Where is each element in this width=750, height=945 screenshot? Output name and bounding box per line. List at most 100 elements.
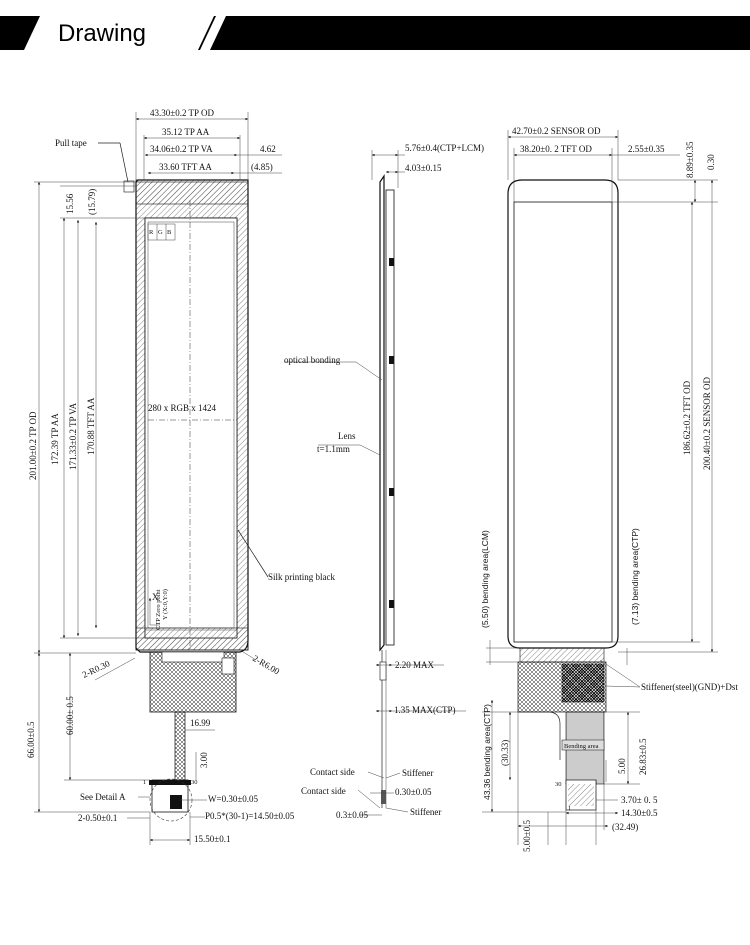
contact-side-label-2: Contact side [301,786,346,796]
ctp-zero-point: X CTP Zero point Y (X:0,Y:0) [148,589,169,630]
front-left-dimensions: 201.00±0.2 TP OD 172.39 TP AA 171.33±0.2… [28,181,145,654]
dim-tft-aa-width: 33.60 TFT AA [159,162,212,172]
rear-pin-1-label: 1 [568,805,571,812]
dim-2-r0-30: 2-R0.30 [81,658,112,680]
front-lower-dimensions: 66.00±0.5 60.00± 0.5 2-R0.30 [26,653,150,813]
dim-tp-va-height: 171.33±0.2 TP VA [68,402,78,470]
pin-1-label: 1 [143,779,146,786]
front-bottom-dimensions: 16.99 3.00 W=0.30±0.05 P0.5*(30-1)=14.50… [78,718,295,845]
dim-w-0-30: W=0.30±0.05 [208,794,259,804]
front-top-dimensions: 43.30±0.2 TP OD 35.12 TP AA 34.06±0.2 TP… [135,108,282,180]
dim-32-49: (32.49) [612,822,638,832]
dim-bending-43-36: 43.36 bending area(CTP) [482,704,492,800]
fpc-tail [174,711,186,781]
side-lcm [385,189,395,646]
dim-15-79: (15.79) [87,189,97,215]
dim-66-00: 66.00±0.5 [26,721,36,758]
stiffener-label-1: Stiffener [402,768,433,778]
contact-side-label-1: Contact side [310,767,355,777]
stiffener-label-2: Stiffener [410,807,441,817]
zero-point-label: CTP Zero point [155,589,162,630]
dim-15-56: 15.56 [65,193,75,214]
dim-tp-va-width: 34.06±0.2 TP VA [150,144,213,154]
side-view: 5.76±0.4(CTP+LCM) 4.03±0.15 2.20 MAX 1.3… [284,143,484,820]
dim-16-99: 16.99 [190,718,211,728]
dim-60-00: 60.00± 0.5 [65,696,75,735]
rear-stiffener-2 [561,663,605,703]
bending-area-box [561,739,605,751]
dim-lcm-thickness: 4.03±0.15 [405,163,442,173]
dim-bending-ctp: (7.13) bending area(CTP) [630,528,640,625]
header-banner: Drawing [0,16,750,50]
dim-15-50: 15.50±0.1 [194,834,230,844]
bending-area-label: Bending area [564,743,599,750]
dim-tft-od-width: 38.20±0. 2 TFT OD [520,144,592,154]
corner-radius-label: 2-R6.00 [251,653,282,677]
y-axis-label: Y [162,615,169,620]
optical-bonding-label: optical bonding [284,355,341,365]
page-title: Drawing [58,20,146,47]
dim-sensor-od-height: 200.40±0.2 SENSOR OD [702,377,712,470]
dim-4-85: (4.85) [251,162,273,172]
dim-tp-od-width: 43.30±0.2 TP OD [150,108,214,118]
dim-30-33: (30.33) [500,740,510,766]
dim-tft-aa-height: 170.88 TFT AA [86,397,96,455]
lens-label: Lens [338,431,356,441]
dim-4-62: 4.62 [260,144,276,154]
pull-tape [123,180,135,193]
rear-view: Bending area 30 1 Stiffener(steel)(GND)+… [480,126,738,852]
lens-thickness-label: t=1.1mm [317,444,350,454]
rear-tft [513,201,613,643]
dim-bending-lcm: (5.50) bending area(LCM) [480,530,490,628]
dim-tp-aa-height: 172.39 TP AA [50,413,60,465]
rear-pin-30-label: 30 [555,781,562,788]
side-dimensions: 5.76±0.4(CTP+LCM) 4.03±0.15 2.20 MAX 1.3… [336,143,484,820]
active-area [144,217,238,639]
dim-5-00-rear: 5.00 [617,758,627,774]
side-lens [379,174,385,652]
rear-top-dimensions: 42.70±0.2 SENSOR OD 38.20±0. 2 TFT OD 2.… [507,126,680,202]
rgb-cells: R G B [147,223,176,241]
dim-1-35-max: 1.35 MAX(CTP) [394,705,456,715]
front-view: R G B 280 x RGB x 1424 1 30 Pull tape 43… [26,108,335,845]
resolution-label: 280 x RGB x 1424 [148,403,217,413]
dim-2-20-max: 2.20 MAX [395,660,435,670]
rear-outline [507,179,619,649]
dim-tp-aa-width: 35.12 TP AA [162,127,210,137]
rear-left-dimensions: (5.50) bending area(LCM) (7.13) bending … [480,528,640,813]
rgb-b: B [167,229,172,236]
see-detail-a-label: See Detail A [80,792,126,802]
dim-0-3: 0.3±0.05 [336,810,368,820]
bottom-bezel-band [135,627,249,651]
dim-5-00-bottom: 5.00±0.5 [522,820,532,852]
rear-bottom-dimensions: 26.83±0.5 5.00 3.70± 0. 5 14.30±0.5 (32.… [517,711,658,852]
x-axis-label: X [152,592,159,602]
pin-30-label: 30 [191,779,198,786]
dim-pitch: P0.5*(30-1)=14.50±0.05 [205,811,295,821]
rear-fpc-band [519,647,605,663]
dim-0-30: 0.30±0.05 [395,787,432,797]
dim-26-83: 26.83±0.5 [638,738,648,775]
rgb-r: R [149,229,154,236]
rgb-g: G [158,229,163,236]
dim-14-30: 14.30±0.5 [621,808,658,818]
title-tab [24,16,214,50]
dim-2-55: 2.55±0.35 [628,144,665,154]
title-tab-stripe [200,16,226,50]
pull-tape-label: Pull tape [55,138,87,148]
rear-stiffener-label: Stiffener(steel)(GND)+Dst [641,682,738,692]
dim-tp-od-height: 201.00±0.2 TP OD [28,411,38,480]
dim-2-0-50: 2-0.50±0.1 [78,813,117,823]
top-header-band [135,181,249,205]
dim-tft-od-height: 186.62±0.2 TFT OD [682,380,692,455]
silk-printing-label: Silk printing black [268,572,335,582]
dim-sensor-od-width: 42.70±0.2 SENSOR OD [512,126,601,136]
dim-0-30-right: 0.30 [706,154,716,170]
dim-8-89: 8.89±0.35 [685,141,695,178]
origin-label: (X:0,Y:0) [162,589,169,614]
dim-3-00: 3.00 [199,752,209,768]
dim-3-70: 3.70± 0. 5 [621,795,658,805]
dim-side-thickness: 5.76±0.4(CTP+LCM) [405,143,484,153]
rear-right-dimensions: 8.89±0.35 0.30 186.62±0.2 TFT OD 200.40±… [612,141,718,653]
